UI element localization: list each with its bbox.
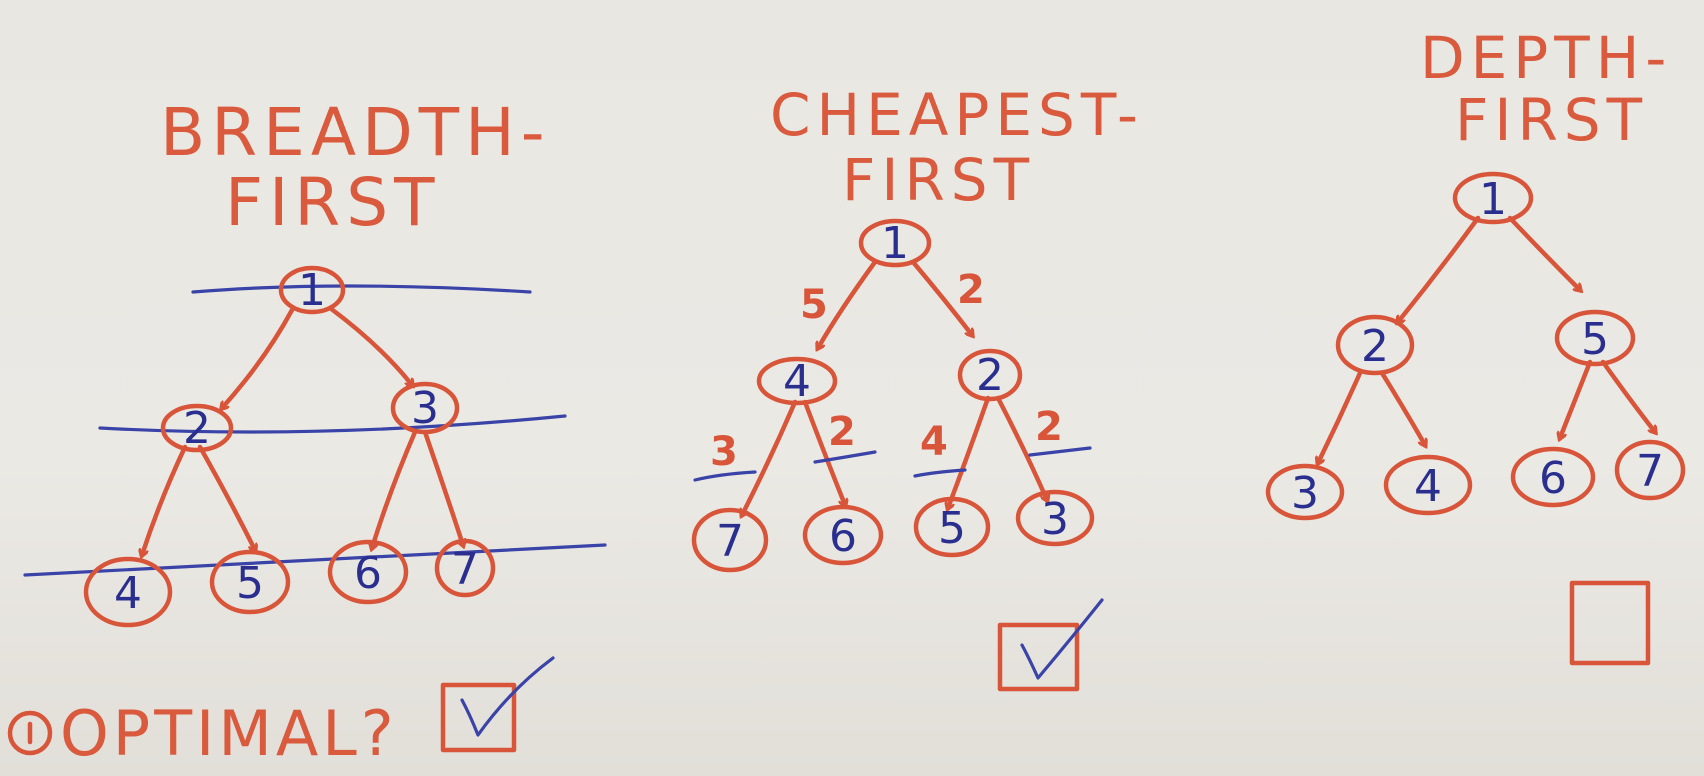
- svg-text:2: 2: [976, 350, 1004, 401]
- edge-1-3: [327, 305, 412, 385]
- level-line-2: [23, 543, 607, 577]
- edge-d2-d3: [1318, 370, 1363, 463]
- cost-4-7: 3: [710, 429, 738, 475]
- edge-1-2: [222, 307, 295, 408]
- dfs-node-4: 4: [1383, 454, 1473, 516]
- edge-3-7: [422, 429, 463, 545]
- svg-text:4: 4: [1414, 461, 1442, 512]
- title-depth-line1: DEPTH-: [1420, 24, 1672, 92]
- dfs-node-2: 2: [1335, 314, 1415, 376]
- svg-text:3: 3: [1291, 468, 1319, 519]
- svg-text:7: 7: [716, 516, 744, 567]
- edge-2-4: [142, 444, 188, 555]
- bfs-node-7: 7: [434, 538, 496, 598]
- check-mark-icon: [1020, 598, 1104, 680]
- dfs-node-3: 3: [1265, 463, 1345, 521]
- panel-breadth-first: BREADTH- FIRST 1 2 3 4: [7, 94, 607, 770]
- dfs-node-7: 7: [1614, 439, 1686, 501]
- dfs-node-1: 1: [1452, 171, 1534, 225]
- svg-text:4: 4: [783, 356, 811, 407]
- edge-c1-c2: [910, 259, 972, 335]
- underline-cost-4-7: [693, 470, 757, 482]
- cost-1-4: 5: [800, 282, 828, 328]
- dfs-node-6: 6: [1510, 446, 1596, 508]
- cost-2-5: 4: [920, 419, 948, 465]
- panel-depth-first: DEPTH- FIRST 1 2 5 3 4: [1265, 24, 1686, 666]
- edge-d2-d4: [1379, 370, 1425, 445]
- check-mark-icon: [460, 656, 555, 737]
- edge-d5-d7: [1600, 359, 1655, 432]
- checkbox-icon: [1569, 580, 1651, 666]
- edge-c4-c7: [742, 399, 798, 515]
- edge-d1-d2: [1398, 215, 1481, 322]
- edge-c2-c3: [995, 395, 1047, 500]
- svg-text:1: 1: [1479, 174, 1507, 225]
- bfs-node-1: 1: [278, 265, 346, 316]
- svg-text:5: 5: [236, 558, 264, 609]
- edge-2-5: [197, 444, 255, 550]
- svg-text:6: 6: [1539, 453, 1567, 504]
- optimal-label: OPTIMAL?: [60, 697, 398, 770]
- title-depth-line2: FIRST: [1455, 86, 1648, 154]
- cost-1-2: 2: [957, 267, 985, 313]
- underline-cost-4-6: [813, 450, 877, 464]
- svg-text:5: 5: [938, 503, 966, 554]
- level-line-0: [191, 284, 532, 294]
- checkbox-icon: [997, 622, 1080, 692]
- title-cheapest-line1: CHEAPEST-: [770, 81, 1144, 149]
- underline-cost-2-5: [913, 468, 967, 478]
- circle-bullet-icon: [7, 710, 53, 756]
- svg-text:3: 3: [411, 383, 439, 434]
- svg-text:3: 3: [1041, 494, 1069, 545]
- edge-c2-c5: [948, 395, 991, 508]
- underline-cost-2-3: [1028, 446, 1092, 457]
- svg-text:1: 1: [881, 218, 909, 269]
- checkbox-icon: [440, 682, 517, 753]
- svg-text:2: 2: [1361, 321, 1389, 372]
- svg-text:2: 2: [183, 403, 211, 454]
- title-breadth-line1: BREADTH-: [160, 94, 551, 171]
- ucs-node-7: 7: [691, 507, 769, 573]
- ucs-node-3: 3: [1015, 489, 1095, 547]
- cost-4-6: 2: [828, 409, 856, 455]
- bfs-node-3: 3: [390, 381, 460, 435]
- ucs-node-6: 6: [802, 504, 884, 566]
- svg-text:7: 7: [1636, 446, 1664, 497]
- svg-text:1: 1: [298, 265, 326, 316]
- ucs-node-2: 2: [957, 348, 1023, 402]
- svg-text:6: 6: [829, 511, 857, 562]
- svg-text:7: 7: [451, 544, 479, 595]
- bfs-node-6: 6: [327, 539, 409, 605]
- ucs-node-4: 4: [756, 356, 838, 407]
- edge-c4-c6: [802, 399, 845, 505]
- panel-cheapest-first: CHEAPEST- FIRST 5 2 3 2 4 2 1 4 2: [691, 81, 1144, 692]
- bfs-node-4: 4: [83, 556, 173, 628]
- bfs-node-5: 5: [209, 549, 291, 615]
- svg-text:4: 4: [114, 568, 142, 619]
- edge-d1-d5: [1507, 215, 1580, 290]
- title-breadth-line2: FIRST: [225, 164, 441, 241]
- ucs-node-5: 5: [913, 496, 991, 558]
- bfs-node-2: 2: [160, 403, 234, 454]
- cost-2-3: 2: [1035, 404, 1063, 450]
- edge-3-6: [372, 429, 418, 548]
- svg-text:6: 6: [354, 548, 382, 599]
- svg-text:5: 5: [1581, 314, 1609, 365]
- title-cheapest-line2: FIRST: [842, 146, 1035, 214]
- dfs-node-5: 5: [1554, 309, 1636, 367]
- level-line-1: [98, 414, 567, 434]
- ucs-node-1: 1: [858, 218, 932, 269]
- edge-d5-d6: [1560, 359, 1593, 438]
- edge-c1-c4: [818, 259, 878, 348]
